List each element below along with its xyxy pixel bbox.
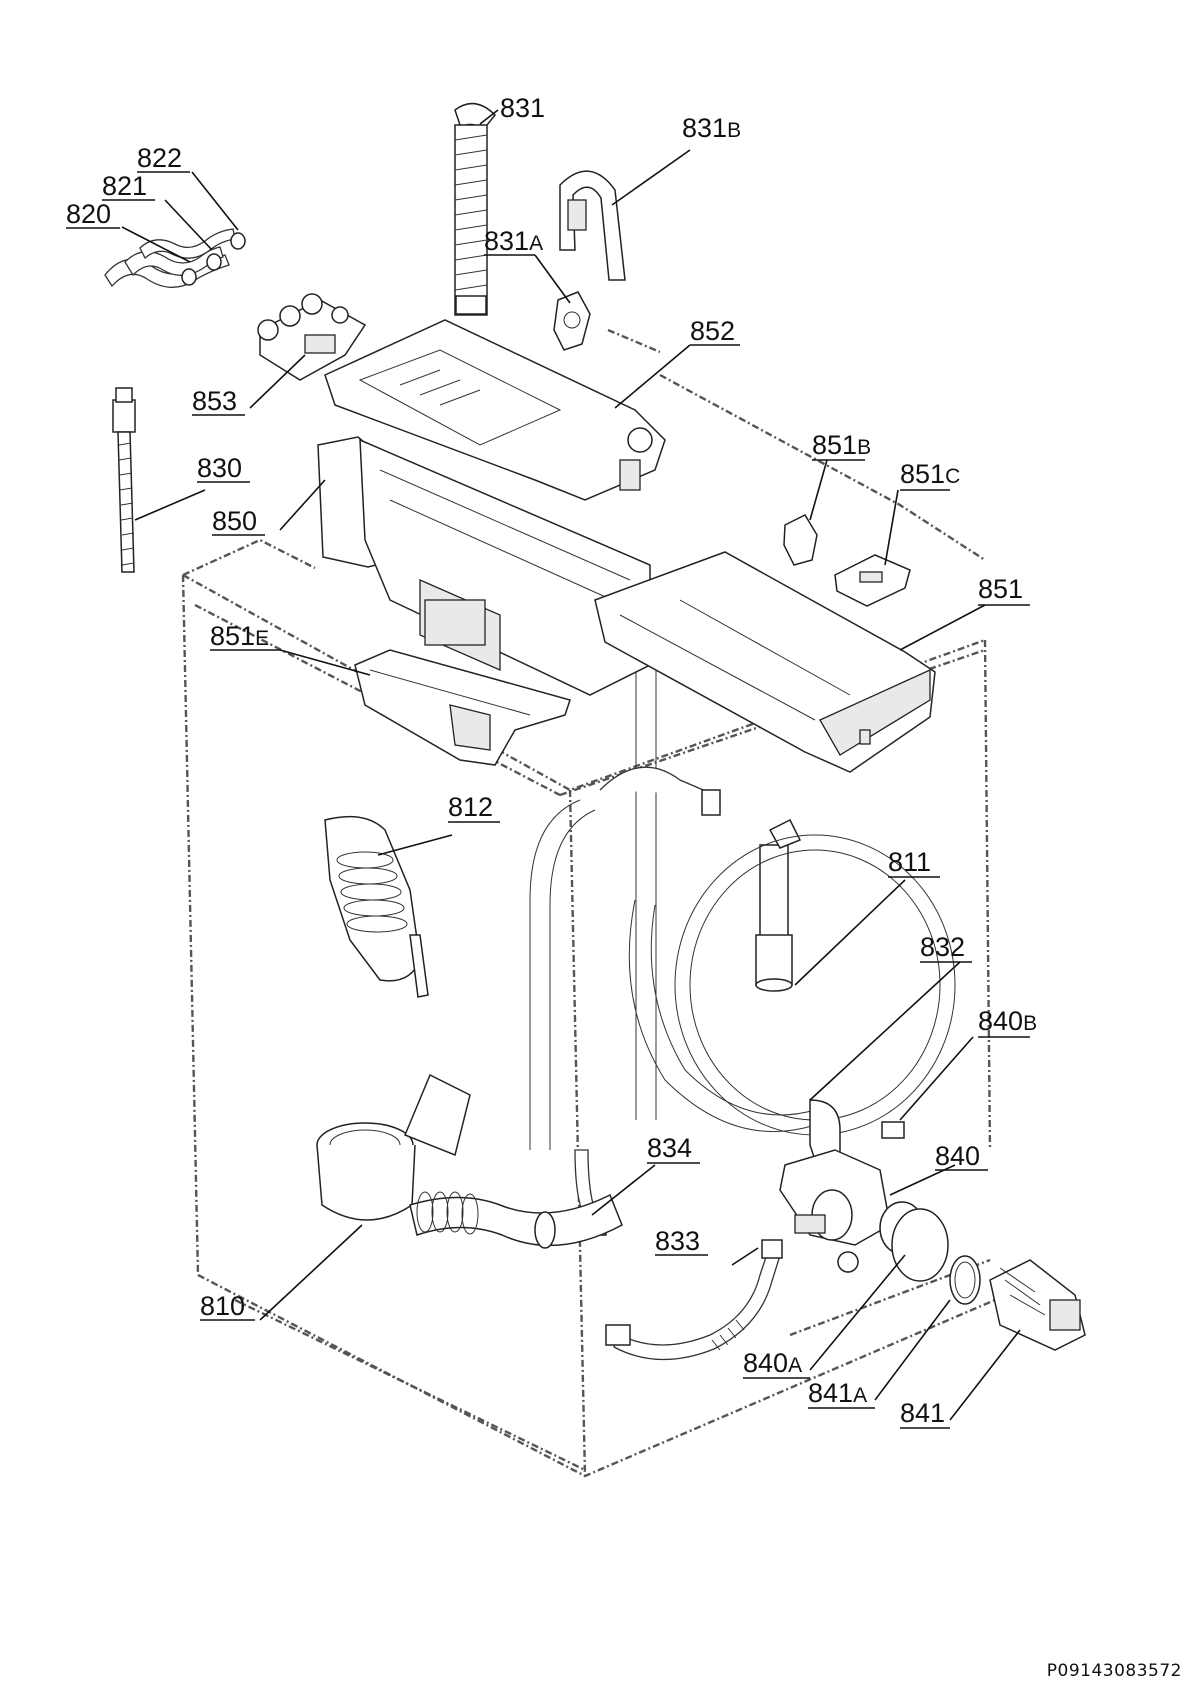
label-840b: 840B — [978, 1006, 1037, 1036]
dispenser-lid-852 — [324, 319, 666, 501]
label-833: 833 — [655, 1226, 700, 1256]
sump-810 — [316, 1073, 623, 1249]
inlet-hose-830 — [112, 387, 136, 573]
label-831a: 831A — [484, 226, 543, 256]
label-851: 851 — [978, 574, 1023, 604]
label-851b: 851B — [812, 430, 871, 460]
label-853: 853 — [192, 386, 237, 416]
inlet-valve-853 — [257, 293, 367, 381]
part-840b — [881, 1121, 905, 1139]
pressure-switch-811 — [755, 818, 802, 992]
label-810: 810 — [200, 1291, 245, 1321]
label-840a: 840A — [743, 1348, 802, 1378]
bellows-hose-812 — [324, 815, 429, 998]
part-labels: 831 831B 822 821 820 831A 852 853 830 85… — [66, 93, 1037, 1428]
leader-lines — [121, 109, 1021, 1421]
label-840: 840 — [935, 1141, 980, 1171]
label-852: 852 — [690, 316, 735, 346]
label-underlines — [66, 171, 1030, 1429]
label-832: 832 — [920, 932, 965, 962]
hose-clip-831a — [553, 291, 591, 351]
label-841: 841 — [900, 1398, 945, 1428]
label-831b: 831B — [682, 113, 741, 143]
label-811: 811 — [888, 847, 931, 877]
hose-hook-831b — [559, 170, 626, 281]
reference-code: P09143083572 — [1047, 1661, 1182, 1681]
dispenser-housing-850 — [317, 436, 651, 696]
label-841a: 841A — [808, 1378, 867, 1408]
drain-hose-831 — [454, 102, 497, 316]
label-822: 822 — [137, 143, 182, 173]
label-820: 820 — [66, 199, 111, 229]
vertical-tube — [635, 660, 657, 1120]
label-834: 834 — [647, 1133, 692, 1163]
label-851e: 851E — [210, 621, 269, 651]
small-parts-851b-851c — [783, 514, 911, 607]
detergent-drawer-851 — [594, 551, 936, 773]
label-830: 830 — [197, 453, 242, 483]
connector-hoses — [104, 228, 246, 288]
label-851c: 851C — [900, 459, 960, 489]
label-831: 831 — [500, 93, 545, 123]
label-850: 850 — [212, 506, 257, 536]
drain-pump-840 — [779, 1149, 949, 1282]
filter-841 — [949, 1255, 1086, 1351]
label-812: 812 — [448, 792, 493, 822]
label-821: 821 — [102, 171, 147, 201]
hose-loop-832 — [529, 766, 956, 1176]
siphon-part-851e — [354, 649, 571, 766]
